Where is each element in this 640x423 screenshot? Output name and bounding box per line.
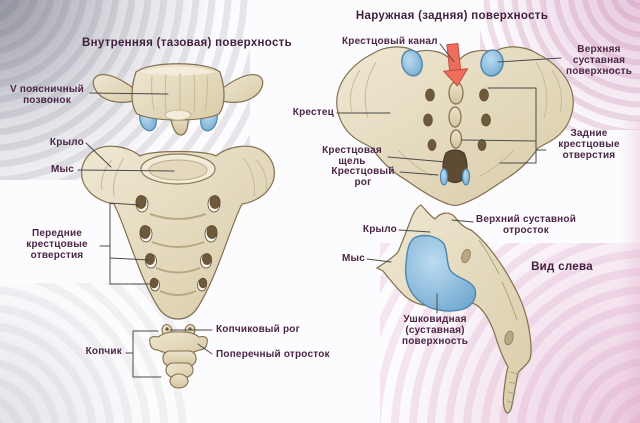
label-superior-articular-process: Верхний суставной отросток [475, 214, 577, 236]
sacrum-lateral-illustration [375, 204, 532, 414]
label-auricular-surface: Ушковидная (суставная) поверхность [401, 314, 469, 347]
label-posterior-foramina: Задние крестцовые отверстия [558, 128, 620, 161]
label-lumbar-vertebra: V поясничный позвонок [10, 84, 84, 106]
label-transverse-process: Поперечный отросток [216, 349, 330, 360]
label-sacrum: Крестец [292, 107, 334, 118]
label-sacral-horn: Крестцовый рог [331, 166, 395, 188]
label-wing-pelvic: Крыло [49, 137, 84, 148]
label-coccygeal-horn: Копчиковый рог [216, 324, 300, 335]
label-coccyx: Копчик [85, 346, 122, 357]
label-promontory-lateral: Мыс [341, 253, 365, 264]
label-sacral-hiatus: Крестцовая щель [322, 145, 382, 167]
sacral-horn-right [461, 168, 471, 186]
sacrum-pelvic-illustration [81, 145, 275, 320]
sacral-canal-arrow-icon [442, 43, 469, 87]
label-anterior-foramina: Передние крестцовые отверстия [26, 228, 88, 261]
coccyx-illustration [149, 324, 208, 389]
lateral-panel-title: Вид слева [531, 261, 593, 273]
label-sacral-canal: Крестцовый канал [342, 36, 438, 47]
sacral-horn-left [439, 168, 449, 186]
superior-articular-facet-left [401, 49, 423, 77]
posterior-panel-title: Наружная (задняя) поверхность [355, 10, 549, 22]
pelvic-panel-title: Внутренняя (тазовая) поверхность [82, 37, 292, 49]
label-promontory-pelvic: Мыс [50, 164, 74, 175]
label-superior-articular-surface: Верхняя суставная поверхность [565, 44, 633, 77]
label-wing-lateral: Крыло [362, 224, 397, 235]
lumbar-vertebra-illustration [92, 63, 264, 136]
anterior-sacral-foramina [135, 195, 221, 292]
